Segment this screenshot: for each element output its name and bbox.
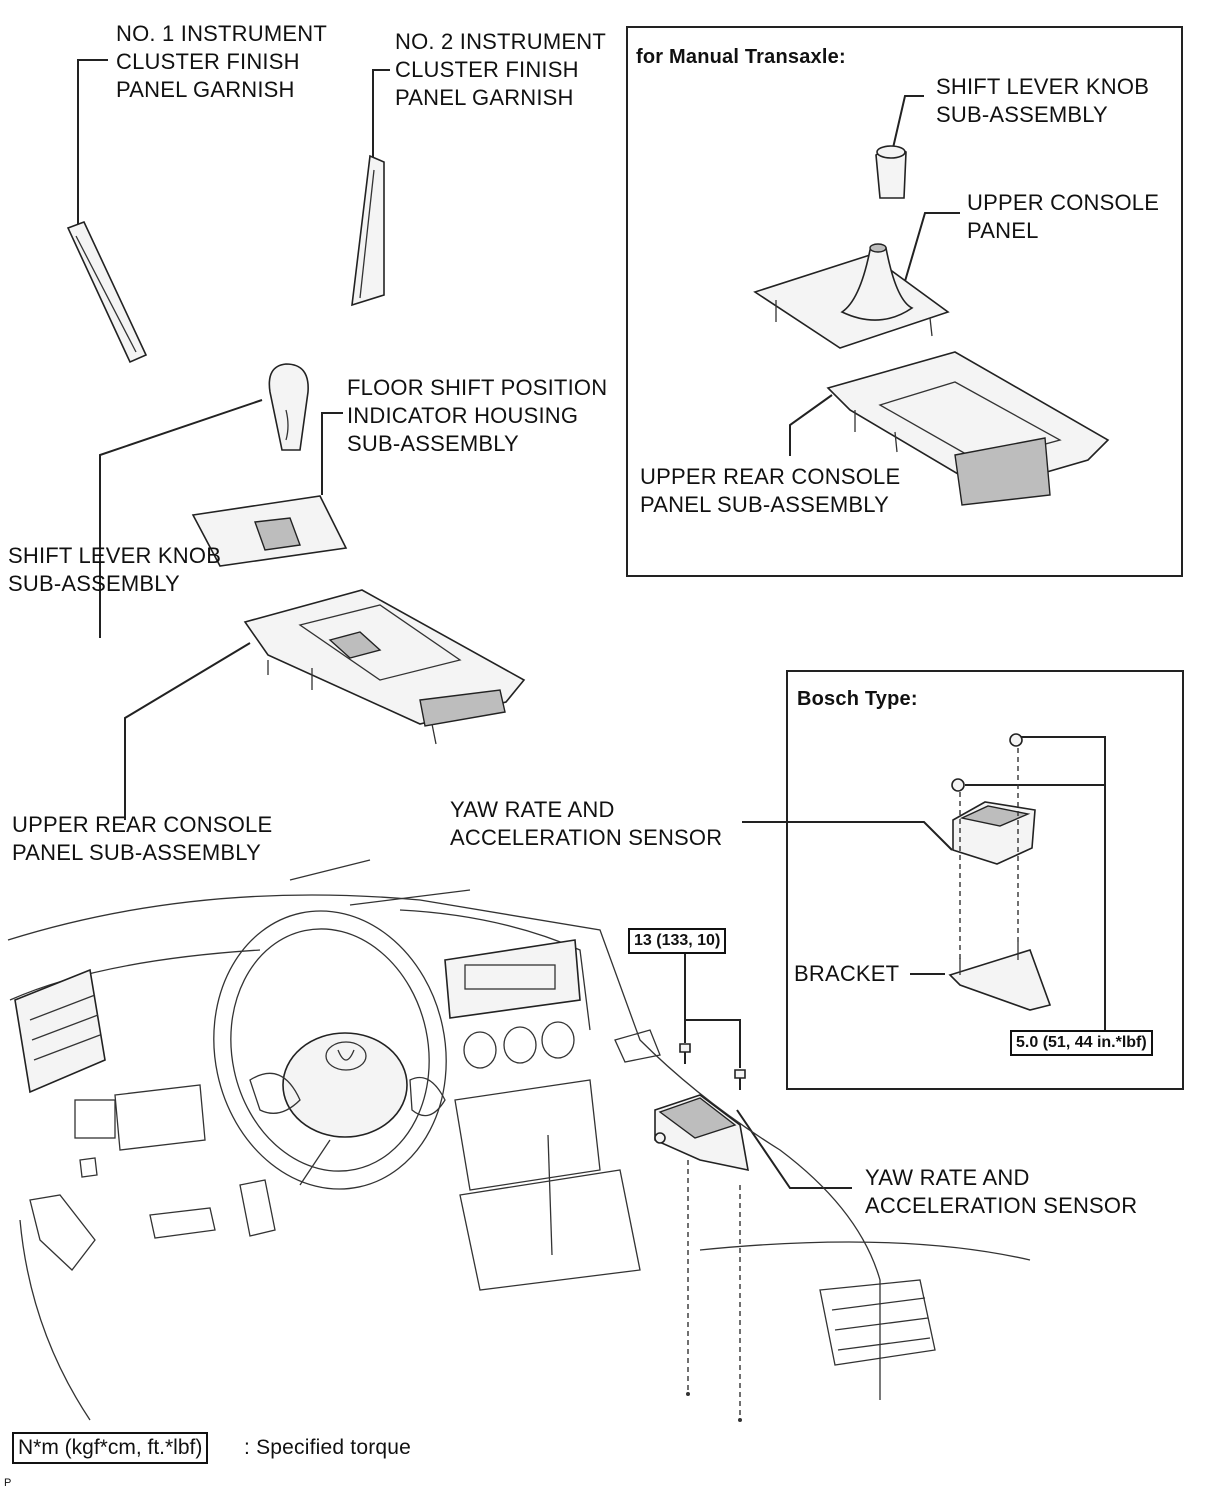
label-upper-rear-console: UPPER REAR CONSOLE PANEL SUB-ASSEMBLY (12, 811, 272, 867)
corner-mark: P (4, 1477, 12, 1489)
label-shift-knob-line1: SHIFT LEVER KNOB (8, 543, 222, 568)
torque-main: 13 (133, 10) (628, 928, 727, 954)
bosch-box-title: Bosch Type: (797, 688, 918, 710)
upper-rear-console-part (243, 589, 526, 745)
label-yaw-sensor-upper: YAW RATE AND ACCELERATION SENSOR (450, 796, 722, 852)
manual-box-title: for Manual Transaxle: (636, 46, 846, 68)
label-no1-garnish-line3: PANEL GARNISH (116, 77, 295, 102)
label-floor-shift-line1: FLOOR SHIFT POSITION (347, 375, 608, 400)
label-yaw-sensor-lower-line2: ACCELERATION SENSOR (865, 1193, 1138, 1218)
label-upper-rear-console-line1: UPPER REAR CONSOLE (12, 812, 273, 837)
at-shift-knob-part (268, 363, 309, 451)
label-yaw-sensor-upper-line2: ACCELERATION SENSOR (450, 825, 723, 850)
label-yaw-sensor-lower: YAW RATE AND ACCELERATION SENSOR (865, 1164, 1137, 1220)
label-manual-shift-knob-line1: SHIFT LEVER KNOB (936, 74, 1150, 99)
label-no1-garnish-line1: NO. 1 INSTRUMENT (116, 21, 327, 46)
label-manual-upper-rear-console-line2: PANEL SUB-ASSEMBLY (640, 492, 889, 517)
vehicle-interior-sketch (7, 859, 1031, 1421)
label-no2-garnish-line3: PANEL GARNISH (395, 85, 574, 110)
label-bracket: BRACKET (794, 961, 900, 986)
leader-lines (77, 59, 1106, 1189)
no2-garnish-part (351, 154, 385, 307)
label-upper-rear-console-line2: PANEL SUB-ASSEMBLY (12, 840, 261, 865)
no1-garnish-part (66, 220, 148, 364)
floor-shift-indicator-part (191, 495, 348, 567)
label-manual-shift-knob: SHIFT LEVER KNOB SUB-ASSEMBLY (936, 73, 1149, 129)
label-manual-upper-rear-console-line1: UPPER REAR CONSOLE (640, 464, 901, 489)
label-yaw-sensor-lower-line1: YAW RATE AND (865, 1165, 1030, 1190)
label-no1-garnish-line2: CLUSTER FINISH (116, 49, 300, 74)
legend-torque-text: : Specified torque (244, 1436, 412, 1459)
manual-transaxle-box (626, 26, 1183, 577)
label-floor-shift-line2: INDICATOR HOUSING (347, 403, 579, 428)
manual-knob-part (875, 145, 907, 199)
label-manual-upper-rear-console: UPPER REAR CONSOLE PANEL SUB-ASSEMBLY (640, 463, 900, 519)
label-yaw-sensor-upper-line1: YAW RATE AND (450, 797, 615, 822)
label-no2-garnish-line1: NO. 2 INSTRUMENT (395, 29, 606, 54)
bosch-bracket-part (948, 942, 1052, 1011)
bosch-sensor-part (951, 733, 1036, 962)
yaw-sensor-main-part (654, 1094, 749, 1172)
label-floor-shift-line3: SUB-ASSEMBLY (347, 431, 519, 456)
label-no1-garnish: NO. 1 INSTRUMENT CLUSTER FINISH PANEL GA… (116, 20, 327, 104)
manual-upper-console-part (753, 243, 950, 349)
manual-upper-rear-console-part (826, 351, 1110, 506)
label-manual-upper-console: UPPER CONSOLE PANEL (967, 189, 1159, 245)
label-manual-upper-console-line1: UPPER CONSOLE (967, 190, 1160, 215)
label-shift-knob-line2: SUB-ASSEMBLY (8, 571, 180, 596)
label-manual-shift-knob-line2: SUB-ASSEMBLY (936, 102, 1108, 127)
legend-torque-box: N*m (kgf*cm, ft.*lbf) (12, 1432, 209, 1464)
bolts (679, 1043, 746, 1422)
torque-bosch: 5.0 (51, 44 in.*lbf) (1010, 1030, 1153, 1056)
bosch-type-box (786, 670, 1184, 1090)
label-shift-knob: SHIFT LEVER KNOB SUB-ASSEMBLY (8, 542, 221, 598)
label-floor-shift: FLOOR SHIFT POSITION INDICATOR HOUSING S… (347, 374, 607, 458)
label-no2-garnish-line2: CLUSTER FINISH (395, 57, 579, 82)
label-no2-garnish: NO. 2 INSTRUMENT CLUSTER FINISH PANEL GA… (395, 28, 606, 112)
label-manual-upper-console-line2: PANEL (967, 218, 1039, 243)
